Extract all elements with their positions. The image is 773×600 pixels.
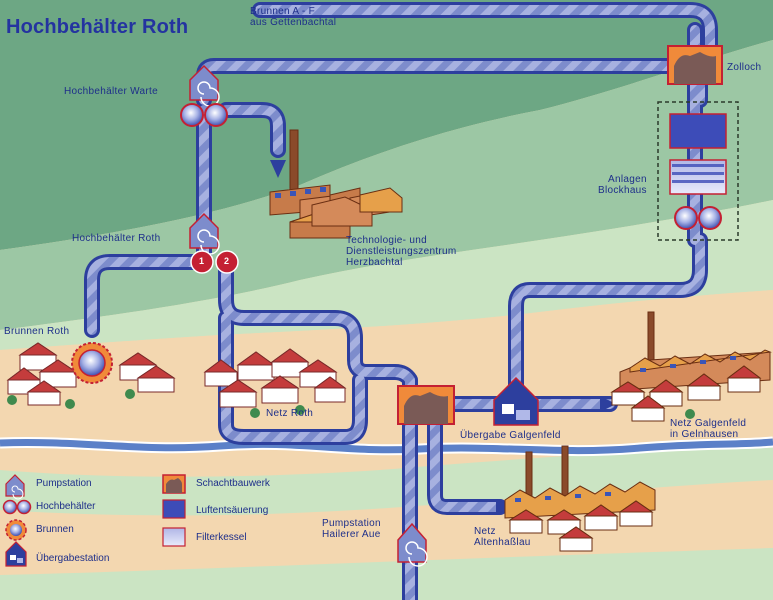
label-uebergabe-galgenfeld: Übergabe Galgenfeld: [460, 430, 561, 441]
label-pump-hailerer-line1: Pumpstation: [322, 518, 381, 529]
hochbehaelter-roth: [189, 212, 239, 274]
village-netz-roth: [203, 348, 347, 418]
factory-altenhasslau: [504, 445, 656, 552]
legend-item-schachtbauwerk: Schachtbauwerk: [196, 478, 270, 489]
label-netz-roth: Netz Roth: [266, 408, 314, 419]
diagram-title: Hochbehälter Roth: [6, 16, 189, 38]
village-brunnen-roth: [6, 342, 176, 409]
schachtbauwerk-icon: [162, 474, 186, 494]
label-netz-altenhasslau: Netz Altenhaßlau: [474, 526, 531, 548]
factory-herzbachtal: [269, 129, 403, 239]
tank-1-label: 1: [199, 256, 205, 266]
schachtbauwerk-netz: [397, 385, 455, 425]
hochbehaelter-warte: [180, 64, 228, 127]
tank-2-label: 2: [224, 256, 230, 266]
flow-arrows: [270, 160, 616, 515]
label-tech-line2: Dienstleistungszentrum: [346, 246, 457, 257]
legend-item-filterkessel: Filterkessel: [196, 532, 247, 543]
legend-item-hochbehaelter: Hochbehälter: [36, 501, 96, 512]
legend-item-brunnen: Brunnen: [36, 524, 74, 535]
brunnen-icon: [5, 519, 27, 541]
label-brunnen-roth: Brunnen Roth: [4, 326, 70, 337]
legend-item-luftentsaeuerung: Luftentsäuerung: [196, 505, 269, 516]
uebergabestation-icon: [5, 541, 27, 567]
schachtbauwerk-zolloch: [667, 45, 723, 85]
uebergabestation-galgenfeld: [493, 376, 539, 426]
label-tech-line1: Technologie- und: [346, 235, 427, 246]
label-anlagen-line2: Blockhaus: [598, 185, 647, 196]
label-brunnen-af-line1: Brunnen A - F: [250, 6, 316, 17]
legend-item-pumpstation: Pumpstation: [36, 478, 92, 489]
legend-icons: [2, 474, 186, 567]
label-netz-galgenfeld: Netz Galgenfeld in Gelnhausen: [670, 418, 746, 440]
anlagen-blockhaus: [657, 101, 739, 241]
label-anlagen-line1: Anlagen: [608, 174, 647, 185]
brunnen-roth: [71, 342, 113, 384]
label-brunnen-af: Brunnen A - F aus Gettenbachtal: [250, 6, 336, 28]
label-netz-galgenfeld-line1: Netz Galgenfeld: [670, 418, 747, 429]
label-tech-zentrum: Technologie- und Dienstleistungszentrum …: [346, 235, 457, 268]
label-anlagen-blockhaus: Anlagen Blockhaus: [598, 174, 647, 196]
bottom-meadow: [0, 548, 773, 600]
label-netz-altenhasslau-line1: Netz: [474, 526, 496, 537]
factory-galgenfeld: [610, 311, 772, 422]
legend-item-uebergabestation: Übergabestation: [36, 553, 110, 564]
label-netz-galgenfeld-line2: in Gelnhausen: [670, 429, 739, 440]
label-zolloch: Zolloch: [727, 62, 762, 73]
label-hb-warte: Hochbehälter Warte: [64, 86, 158, 97]
filterkessel-icon: [162, 527, 186, 547]
label-pump-hailerer-line2: Hailerer Aue: [322, 529, 381, 540]
label-hb-roth: Hochbehälter Roth: [72, 233, 161, 244]
meadow: [0, 200, 773, 350]
label-netz-altenhasslau-line2: Altenhaßlau: [474, 537, 531, 548]
pumpstation-icon: [5, 474, 25, 500]
luftentsaeuerung-icon: [162, 499, 186, 519]
pumpstation-hailerer-aue: [397, 522, 428, 567]
label-pump-hailerer-aue: Pumpstation Hailerer Aue: [322, 518, 381, 540]
label-tech-line3: Herzbachtal: [346, 257, 403, 268]
label-brunnen-af-line2: aus Gettenbachtal: [250, 17, 337, 28]
hochbehaelter-icon: [2, 499, 32, 515]
